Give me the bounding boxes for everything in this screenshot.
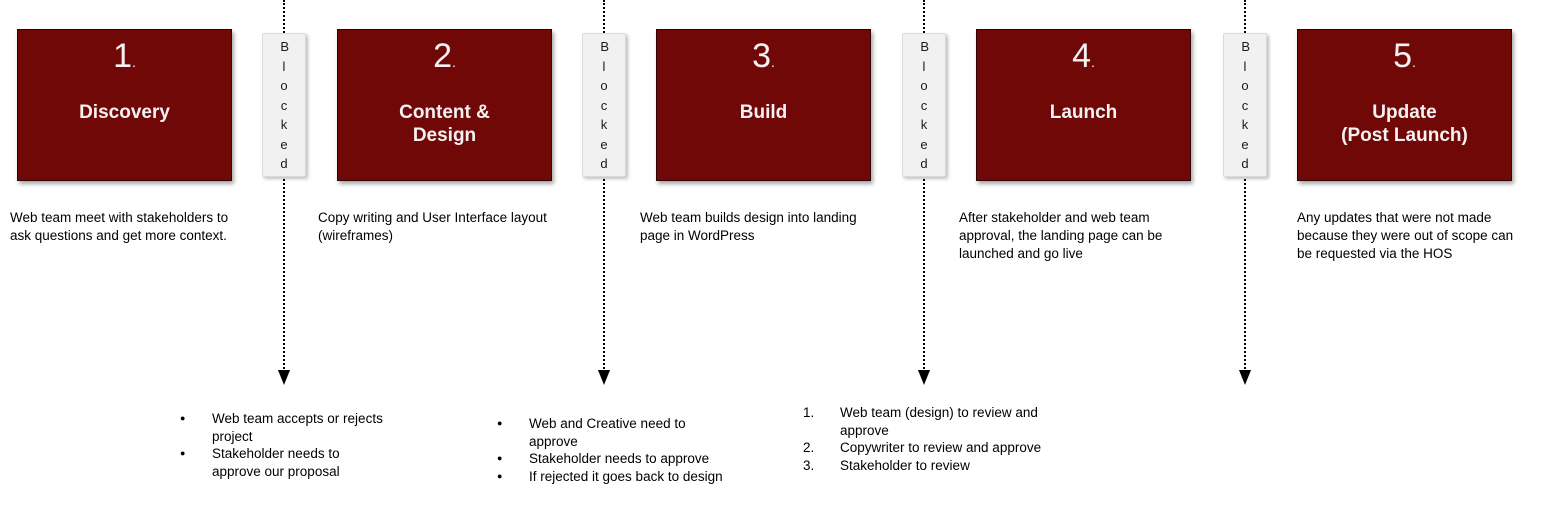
bullet-icon: ● (180, 448, 186, 458)
dotted-line (922, 0, 925, 372)
blocked-label-box: Blocked (1223, 33, 1267, 177)
stage-number-dot: . (771, 54, 775, 70)
list-item: 3. Stakeholder to review (803, 457, 1041, 475)
arrow-down-icon (598, 370, 610, 385)
arrow-down-icon (1239, 370, 1251, 385)
blocked-label-box: Blocked (902, 33, 946, 177)
bullet-icon: ● (497, 470, 503, 481)
stage-title: Content & Design (399, 102, 490, 146)
blocked-label-box: Blocked (262, 33, 306, 177)
list-item: 2. Copywriter to review and approve (803, 439, 1041, 457)
list-number: 3. (803, 457, 815, 473)
approval-list-discovery: ● Web team accepts or rejects project ● … (180, 410, 383, 480)
stage-number-value: 5 (1393, 37, 1413, 75)
stage-number-value: 2 (433, 37, 453, 75)
stage-number-dot: . (1091, 54, 1095, 70)
stage-description: Web team builds design into landing page… (640, 210, 857, 243)
list-item: ● Web and Creative need to approve (497, 415, 723, 450)
stage-number: 3. (657, 36, 870, 82)
stage-box-4: 4. Launch (976, 29, 1191, 181)
dotted-line (602, 0, 605, 372)
list-item: ● Stakeholder needs to approve our propo… (180, 445, 383, 480)
blocked-label-box: Blocked (582, 33, 626, 177)
blocked-divider-2: Blocked (582, 0, 626, 386)
list-item-text: Stakeholder needs to approve (529, 451, 710, 466)
blocked-divider-3: Blocked (902, 0, 946, 386)
blocked-divider-1: Blocked (262, 0, 306, 386)
approval-list-build: 1. Web team (design) to review and appro… (803, 404, 1041, 474)
stage-description: Any updates that were not made because t… (1297, 210, 1514, 261)
list-item: ● Web team accepts or rejects project (180, 410, 383, 445)
arrow-down-icon (278, 370, 290, 385)
blocked-label: Blocked (600, 39, 610, 171)
list-item-text: Stakeholder needs to approve our proposa… (212, 446, 340, 479)
stage-title: Launch (1049, 102, 1118, 123)
stage-description: Web team meet with stakeholders to ask q… (10, 210, 229, 243)
stage-box-3: 3. Build (656, 29, 871, 181)
list-item-text: Copywriter to review and approve (840, 440, 1042, 455)
list-item: ● Stakeholder needs to approve (497, 450, 723, 468)
stage-title: Build (739, 102, 788, 123)
stage-number-value: 1 (113, 37, 133, 75)
dotted-line (1243, 0, 1246, 372)
stage-number: 4. (977, 36, 1190, 82)
bullet-icon: ● (180, 413, 186, 423)
dotted-line (282, 0, 285, 372)
stage-description: After stakeholder and web team approval,… (959, 210, 1163, 261)
stage-number: 2. (338, 36, 551, 82)
stage-number: 5. (1298, 36, 1511, 82)
list-item: ● If rejected it goes back to design (497, 468, 723, 486)
stage-number-dot: . (452, 54, 456, 70)
bullet-icon: ● (497, 453, 503, 463)
stage-box-1: 1. Discovery (17, 29, 232, 181)
list-number: 1. (803, 405, 815, 420)
list-item-text: Web team (design) to review and approve (840, 405, 1038, 438)
blocked-label: Blocked (280, 39, 290, 171)
list-item: 1. Web team (design) to review and appro… (803, 404, 1041, 439)
list-item-text: If rejected it goes back to design (529, 468, 723, 484)
stage-number-dot: . (1412, 54, 1416, 70)
list-item-text: Web and Creative need to approve (529, 416, 686, 449)
stage-number: 1. (18, 36, 231, 82)
list-number: 2. (803, 440, 815, 455)
blocked-divider-4: Blocked (1223, 0, 1267, 386)
stage-number-value: 3 (752, 37, 772, 75)
bullet-icon: ● (497, 418, 503, 428)
stage-title: Update (Post Launch) (1341, 102, 1468, 146)
arrow-down-icon (918, 370, 930, 385)
stage-number-dot: . (132, 54, 136, 70)
stage-box-5: 5. Update (Post Launch) (1297, 29, 1512, 181)
list-item-text: Web team accepts or rejects project (212, 411, 383, 444)
stage-description: Copy writing and User Interface layout (… (318, 210, 547, 243)
blocked-label: Blocked (920, 39, 930, 171)
list-item-text: Stakeholder to review (840, 457, 970, 473)
stage-number-value: 4 (1072, 37, 1092, 75)
stage-box-2: 2. Content & Design (337, 29, 552, 181)
approval-list-design: ● Web and Creative need to approve ● Sta… (497, 415, 723, 485)
stage-title: Discovery (79, 102, 170, 123)
blocked-label: Blocked (1241, 39, 1251, 171)
